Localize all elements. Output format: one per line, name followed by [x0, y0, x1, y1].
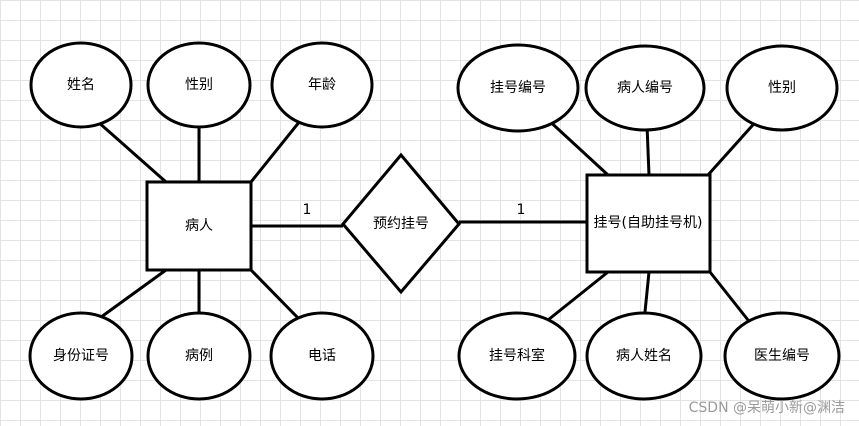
entity-registration-label: 挂号(自助挂号机): [594, 215, 703, 231]
attribute-label: 挂号编号: [490, 80, 546, 96]
connectors: [96, 115, 762, 322]
patient-attribute-name: 姓名: [29, 41, 133, 129]
registration-attribute-patient-name: 病人姓名: [585, 311, 703, 401]
entity-registration: [585, 173, 712, 274]
registration-attribute-gender: 性别: [725, 44, 839, 132]
cardinality-right: 1: [517, 202, 526, 218]
relationship-diamond: [341, 152, 461, 295]
attribute-label: 身份证号: [53, 348, 109, 364]
edge-patient-idcard: [96, 268, 167, 322]
entity-patient: [145, 180, 253, 272]
edge-patient-name: [96, 119, 167, 184]
registration-attribute-department: 挂号科室: [457, 311, 577, 401]
patient-attribute-case: 病例: [146, 311, 252, 401]
attribute-label: 电话: [308, 348, 336, 364]
attribute-label: 病人编号: [617, 80, 673, 96]
patient-attribute-gender: 性别: [146, 41, 252, 129]
attribute-label: 性别: [185, 77, 213, 93]
edge-reg-department: [547, 270, 609, 322]
attribute-label: 挂号科室: [489, 347, 545, 364]
registration-attribute-patient-number: 病人编号: [584, 44, 706, 132]
attribute-label: 医生编号: [754, 348, 810, 364]
edge-patient-age: [249, 120, 302, 183]
attribute-label: 性别: [768, 80, 796, 96]
patient-attribute-idcard: 身份证号: [28, 311, 134, 401]
attribute-label: 病例: [185, 348, 213, 364]
attribute-label: 病人姓名: [616, 348, 672, 364]
edge-reg-patient-name: [643, 271, 651, 313]
edge-reg-number: [543, 115, 610, 177]
registration-attribute-doctor-number: 医生编号: [723, 311, 841, 401]
edge-patient-phone: [249, 268, 302, 322]
watermark: CSDN @呆萌小新@渊洁: [688, 400, 845, 416]
edge-reg-doctor: [708, 271, 750, 321]
entity-patient-label: 病人: [185, 218, 213, 234]
relationship-label: 预约挂号: [373, 216, 429, 232]
edge-reg-patient-number: [645, 124, 651, 176]
edge-reg-gender: [706, 115, 762, 177]
cardinality-left: 1: [303, 202, 312, 218]
attribute-label: 姓名: [67, 77, 95, 93]
registration-attribute-number: 挂号编号: [456, 43, 580, 133]
attribute-label: 年龄: [308, 77, 336, 93]
patient-attribute-age: 年龄: [270, 41, 374, 129]
patient-attribute-phone: 电话: [269, 311, 375, 401]
